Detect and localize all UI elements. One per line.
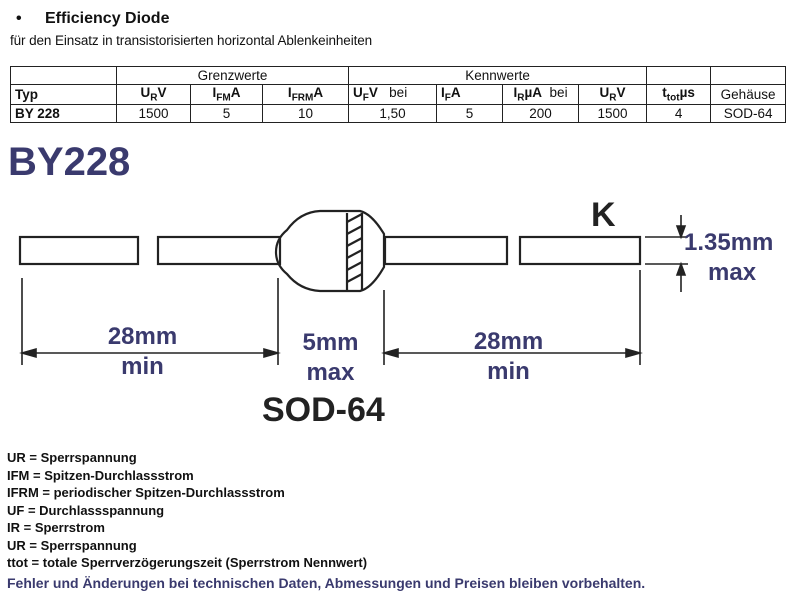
header-ur: URV bbox=[116, 84, 191, 105]
header-uf-bei: UFV bei bbox=[348, 84, 438, 105]
cell-ur2: 1500 bbox=[578, 103, 648, 123]
bullet: • bbox=[16, 10, 22, 27]
document-subtitle: für den Einsatz in transistorisierten ho… bbox=[10, 33, 373, 48]
cell-ifrm: 10 bbox=[261, 103, 350, 123]
cell-ur: 1500 bbox=[116, 103, 191, 123]
legend-item: UR = Sperrspannung bbox=[7, 450, 137, 465]
header-ifrm: IFRMA bbox=[261, 84, 350, 105]
group-kennwerte: Kennwerte bbox=[348, 66, 648, 85]
diode-body bbox=[274, 209, 386, 293]
header-if: IFA bbox=[436, 84, 504, 105]
legend-item: IR = Sperrstrom bbox=[7, 520, 105, 535]
disclaimer-footer: Fehler und Änderungen bei technischen Da… bbox=[7, 575, 646, 591]
document-title: Efficiency Diode bbox=[45, 10, 170, 27]
lead-right-segment-2 bbox=[518, 235, 642, 266]
table-row: BY 228 1500 5 10 1,50 5 200 1500 4 SOD-6… bbox=[10, 103, 787, 123]
group-grenzwerte: Grenzwerte bbox=[115, 66, 350, 85]
header-ir-bei: IRµA bei bbox=[502, 84, 580, 105]
lead-left-segment-1 bbox=[18, 235, 140, 266]
header-ur2: URV bbox=[578, 84, 648, 105]
part-number: BY228 bbox=[8, 140, 131, 184]
cell-ttot: 4 bbox=[646, 103, 712, 123]
package-label: SOD-64 bbox=[262, 391, 385, 429]
table-cell-empty bbox=[646, 66, 712, 85]
cell-ir: 200 bbox=[502, 103, 580, 123]
cell-gehaeuse: SOD-64 bbox=[710, 103, 787, 123]
cell-uf: 1,50 bbox=[348, 103, 438, 123]
legend-item: UF = Durchlassspannung bbox=[7, 502, 165, 518]
cathode-mark-label: K bbox=[591, 196, 616, 234]
body-length-dim: 5mm max bbox=[302, 329, 359, 386]
left-lead-length-dim: 28mm min bbox=[107, 323, 178, 380]
table-cell-empty bbox=[10, 66, 117, 85]
legend-item: IFM = Spitzen-Durchlassstrom bbox=[7, 467, 194, 483]
cell-if: 5 bbox=[436, 103, 504, 123]
spec-table: Grenzwerte Kennwerte Typ URV IFMA IFRMA … bbox=[10, 66, 787, 123]
lead-right-segment-1 bbox=[383, 235, 509, 266]
lead-diameter-dim: 1.35mm max bbox=[684, 229, 774, 286]
legend-item: UR = Sperrspannung bbox=[7, 537, 137, 553]
cell-typ: BY 228 bbox=[10, 103, 117, 123]
cell-ifm: 5 bbox=[190, 103, 263, 123]
legend-item: IFRM = periodischer Spitzen-Durchlassstr… bbox=[7, 485, 285, 500]
package-outline-drawing bbox=[18, 209, 688, 365]
table-header-row: Typ URV IFMA IFRMA UFV bei IFA IRµA bei … bbox=[10, 84, 787, 105]
header-ifm: IFMA bbox=[190, 84, 263, 105]
header-gehaeuse: Gehäuse bbox=[710, 84, 787, 105]
lead-left-segment-2 bbox=[156, 235, 282, 266]
table-group-row: Grenzwerte Kennwerte bbox=[10, 66, 787, 85]
header-ttot: ttotµs bbox=[646, 84, 712, 105]
right-lead-length-dim: 28mm min bbox=[473, 328, 544, 385]
header-typ: Typ bbox=[10, 84, 117, 105]
table-cell-empty bbox=[710, 66, 787, 85]
legend-item: ttot = totale Sperrverzögerungszeit (Spe… bbox=[7, 555, 368, 570]
symbol-legend: UR = Sperrspannung IFM = Spitzen-Durchla… bbox=[7, 449, 367, 572]
